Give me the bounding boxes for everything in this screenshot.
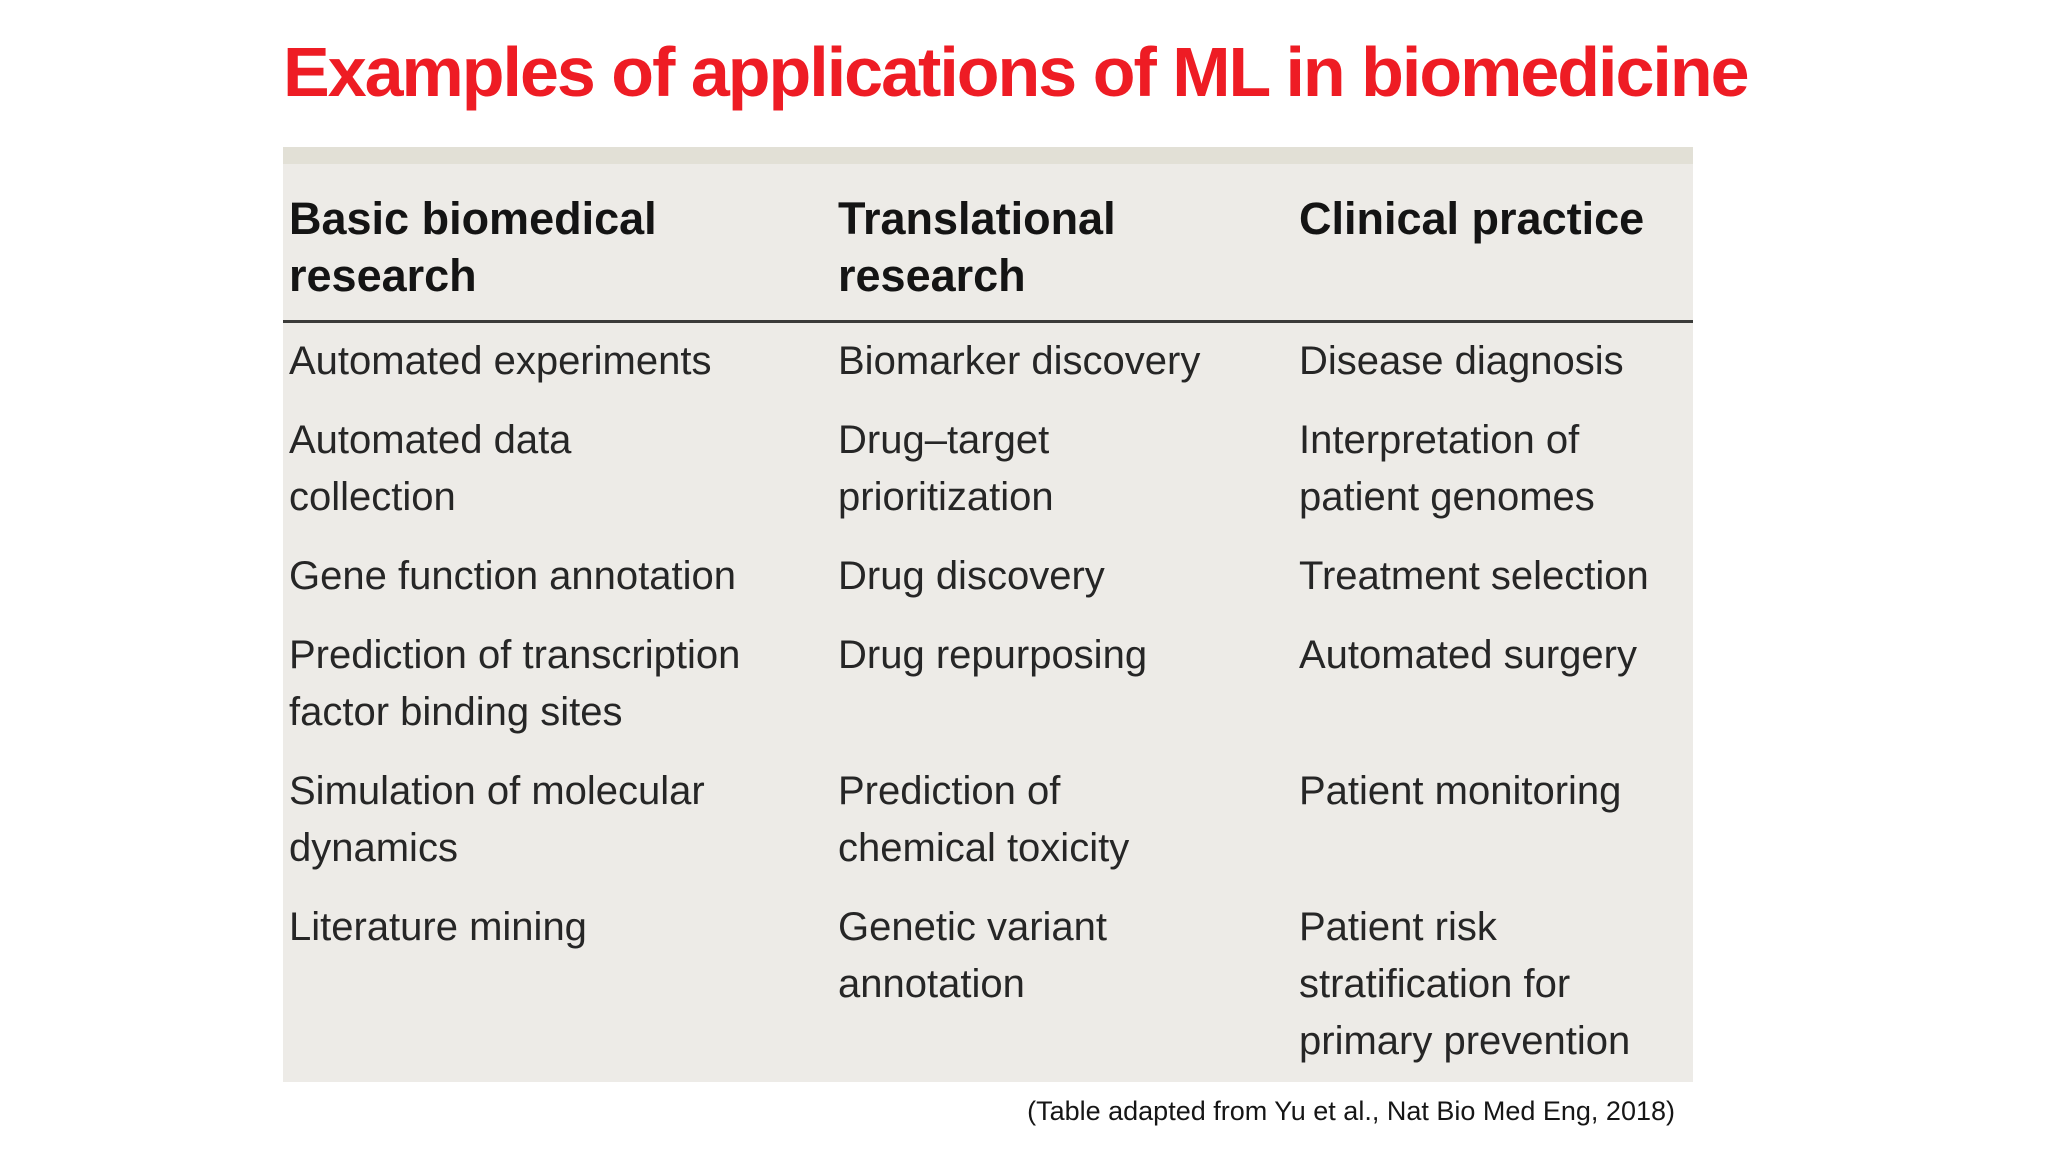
- table-cell: Treatment selection: [1299, 554, 1649, 598]
- table-cell: Patient monitoring: [1299, 769, 1622, 813]
- table-cell: Drug–target prioritization: [838, 418, 1054, 519]
- table-cell: Automated surgery: [1299, 633, 1637, 677]
- table-cell: Automated experiments: [289, 339, 712, 383]
- table-cell: Automated data collection: [289, 418, 572, 519]
- table-cell: Genetic variant annotation: [838, 905, 1108, 1006]
- page-title: Examples of applications of ML in biomed…: [283, 33, 1750, 111]
- table-cell: Biomarker discovery: [838, 339, 1201, 383]
- table-row: Automated data collection Drug–target pr…: [283, 402, 1693, 538]
- table-row: Automated experiments Biomarker discover…: [283, 322, 1693, 403]
- table-cell: Disease diagnosis: [1299, 339, 1624, 383]
- table: Basic biomedical research Translational …: [283, 164, 1693, 1082]
- header-row: Basic biomedical research Translational …: [283, 164, 1693, 323]
- source-caption: (Table adapted from Yu et al., Nat Bio M…: [1027, 1096, 1675, 1126]
- table-row: Simulation of molecular dynamics Predict…: [283, 753, 1693, 889]
- table-cell: Interpretation of patient genomes: [1299, 418, 1595, 519]
- table-cell: Patient risk stratification for primary …: [1299, 905, 1631, 1063]
- table-cell: Gene function annotation: [289, 554, 737, 598]
- applications-table: Basic biomedical research Translational …: [283, 147, 1693, 1082]
- column-header-basic-biomedical-research: Basic biomedical research: [283, 164, 832, 323]
- table-cell: Prediction of chemical toxicity: [838, 769, 1130, 870]
- table-top-band: [283, 147, 1693, 164]
- column-header-translational-research: Translational research: [832, 164, 1293, 323]
- column-header-clinical-practice: Clinical practice: [1293, 164, 1693, 323]
- table-cell: Drug repurposing: [838, 633, 1148, 677]
- table-row: Literature mining Genetic variant annota…: [283, 889, 1693, 1082]
- table-cell: Prediction of transcription factor bindi…: [289, 633, 741, 734]
- table-cell: Simulation of molecular dynamics: [289, 769, 705, 870]
- table-cell: Literature mining: [289, 905, 587, 949]
- table-cell: Drug discovery: [838, 554, 1105, 598]
- table-row: Prediction of transcription factor bindi…: [283, 617, 1693, 753]
- table-row: Gene function annotation Drug discovery …: [283, 538, 1693, 617]
